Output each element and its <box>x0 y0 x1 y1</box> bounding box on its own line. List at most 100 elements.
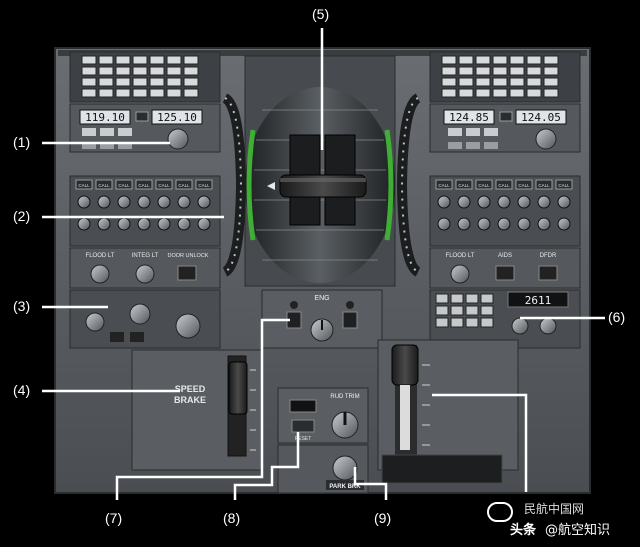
acp-volume-knob[interactable] <box>97 217 111 231</box>
key[interactable] <box>81 55 97 65</box>
key[interactable] <box>509 88 525 98</box>
key[interactable] <box>81 66 97 76</box>
acp-volume-knob[interactable] <box>177 195 191 209</box>
key[interactable] <box>183 66 199 76</box>
key[interactable] <box>526 77 542 87</box>
key[interactable] <box>132 55 148 65</box>
acp-call-button[interactable] <box>435 179 453 190</box>
key[interactable] <box>435 317 449 328</box>
acp-volume-knob[interactable] <box>497 217 511 231</box>
key[interactable] <box>509 66 525 76</box>
key[interactable] <box>480 293 494 304</box>
key[interactable] <box>166 77 182 87</box>
speed-brake-lever[interactable] <box>228 361 248 415</box>
acp-volume-knob[interactable] <box>537 217 551 231</box>
integ-light-knob[interactable] <box>135 264 155 284</box>
key[interactable] <box>98 66 114 76</box>
key[interactable] <box>183 77 199 87</box>
key[interactable] <box>458 55 474 65</box>
key[interactable] <box>81 88 97 98</box>
key[interactable] <box>526 66 542 76</box>
acp-volume-knob[interactable] <box>437 217 451 231</box>
key[interactable] <box>441 88 457 98</box>
acp-volume-knob[interactable] <box>117 195 131 209</box>
acp-call-button[interactable] <box>495 179 513 190</box>
key[interactable] <box>115 55 131 65</box>
key[interactable] <box>441 66 457 76</box>
key[interactable] <box>132 88 148 98</box>
key[interactable] <box>98 88 114 98</box>
key[interactable] <box>475 88 491 98</box>
key[interactable] <box>465 317 479 328</box>
acp-volume-knob[interactable] <box>157 195 171 209</box>
acp-volume-knob[interactable] <box>137 195 151 209</box>
acp-volume-knob[interactable] <box>457 217 471 231</box>
key[interactable] <box>441 77 457 87</box>
key[interactable] <box>98 55 114 65</box>
key[interactable] <box>543 55 559 65</box>
key[interactable] <box>115 66 131 76</box>
tcas-traffic-knob[interactable] <box>539 317 557 335</box>
key[interactable] <box>475 77 491 87</box>
acp-call-button[interactable] <box>535 179 553 190</box>
key[interactable] <box>98 77 114 87</box>
key[interactable] <box>435 293 449 304</box>
acp-volume-knob[interactable] <box>557 195 571 209</box>
key[interactable] <box>492 66 508 76</box>
key[interactable] <box>480 305 494 316</box>
door-unlock-button[interactable] <box>177 265 197 281</box>
engine-master-2-switch[interactable] <box>342 311 358 329</box>
acp-volume-knob[interactable] <box>477 195 491 209</box>
left-rmp-tuning-knob[interactable] <box>167 128 189 150</box>
acp-volume-knob[interactable] <box>537 195 551 209</box>
key[interactable] <box>492 88 508 98</box>
key[interactable] <box>543 66 559 76</box>
key[interactable] <box>149 88 165 98</box>
key[interactable] <box>166 55 182 65</box>
acp-volume-knob[interactable] <box>97 195 111 209</box>
tcas-mode-knob[interactable] <box>511 317 529 335</box>
key[interactable] <box>543 88 559 98</box>
key[interactable] <box>526 55 542 65</box>
parking-brake-handle[interactable] <box>332 455 358 481</box>
key[interactable] <box>450 305 464 316</box>
acp-call-button[interactable] <box>515 179 533 190</box>
key[interactable] <box>465 293 479 304</box>
key[interactable] <box>492 55 508 65</box>
acp-volume-knob[interactable] <box>557 217 571 231</box>
acp-call-button[interactable] <box>115 179 133 190</box>
right-pitch-trim-wheel[interactable] <box>396 93 421 277</box>
key[interactable] <box>132 77 148 87</box>
acp-volume-knob[interactable] <box>77 217 91 231</box>
acp-volume-knob[interactable] <box>477 217 491 231</box>
key[interactable] <box>115 77 131 87</box>
acp-volume-knob[interactable] <box>137 217 151 231</box>
acp-volume-knob[interactable] <box>77 195 91 209</box>
key[interactable] <box>441 55 457 65</box>
acp-volume-knob[interactable] <box>517 217 531 231</box>
acp-call-button[interactable] <box>455 179 473 190</box>
right-rmp-tuning-knob[interactable] <box>535 128 557 150</box>
key[interactable] <box>149 55 165 65</box>
key[interactable] <box>526 88 542 98</box>
key[interactable] <box>450 317 464 328</box>
acp-volume-knob[interactable] <box>197 217 211 231</box>
key[interactable] <box>166 66 182 76</box>
acp-volume-knob[interactable] <box>117 217 131 231</box>
key[interactable] <box>149 66 165 76</box>
key[interactable] <box>509 77 525 87</box>
key[interactable] <box>475 66 491 76</box>
key[interactable] <box>509 55 525 65</box>
aids-button[interactable] <box>495 265 515 281</box>
acp-volume-knob[interactable] <box>517 195 531 209</box>
acp-volume-knob[interactable] <box>197 195 211 209</box>
radar-gain-knob[interactable] <box>129 303 151 325</box>
radar-mode-knob[interactable] <box>85 312 105 332</box>
dfdr-button[interactable] <box>538 265 558 281</box>
key[interactable] <box>81 77 97 87</box>
acp-volume-knob[interactable] <box>497 195 511 209</box>
key[interactable] <box>475 55 491 65</box>
key[interactable] <box>115 88 131 98</box>
rudder-trim-reset-button[interactable] <box>291 419 315 433</box>
flap-lever[interactable] <box>391 344 419 386</box>
